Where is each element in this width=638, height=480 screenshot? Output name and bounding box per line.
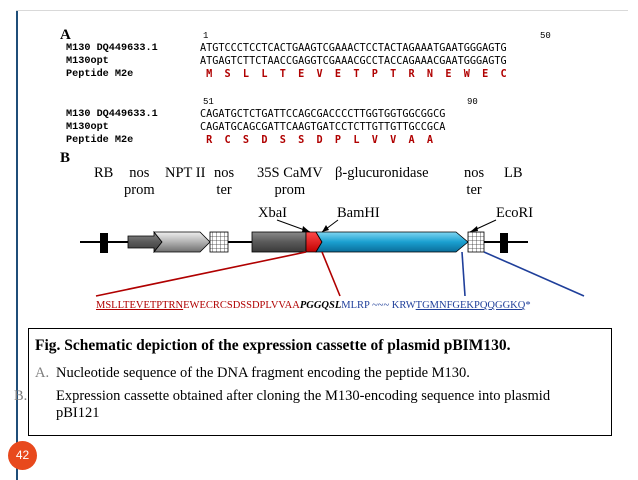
block2-start-number: 51 (203, 97, 214, 107)
caption-title: Fig. Schematic depiction of the expressi… (35, 337, 511, 354)
gus-segment: MLRP ~~~ KRW (341, 300, 416, 311)
label-bamhi: BamHI (337, 205, 380, 221)
gus-arrow (315, 231, 469, 253)
block1-start-number: 1 (203, 31, 209, 41)
m2e-red-segment: EWECRCSDSSDPLVVAA (183, 300, 300, 311)
label-nos-prom: nos prom (124, 165, 155, 198)
red-guide-line-left (95, 251, 307, 297)
slide-top-border (16, 10, 628, 11)
tag-segment: TGMNFGEKPQQGGKQ (415, 300, 526, 311)
seq-optimized-1: ATGAGTCTTCTAACCGAGGTCGAAACGCCTACCAGAAACG… (200, 56, 507, 67)
page-number-badge: 42 (8, 441, 37, 470)
lb-border-marker (500, 233, 508, 253)
rb-border-marker (100, 233, 108, 253)
seq-name-peptide: Peptide M2e (66, 69, 134, 80)
panel-b-label: B (60, 150, 71, 166)
label-ecori: EcoRI (496, 205, 534, 221)
nos-ter-box-2 (467, 231, 485, 253)
caption-marker-b: B. (14, 388, 28, 404)
label-nptii: NPT II (165, 165, 206, 181)
block1-end-number: 50 (540, 31, 551, 41)
caption-item-a: A. Nucleotide sequence of the DNA fragmen… (35, 365, 595, 382)
label-rb: RB (94, 165, 114, 181)
label-lb: LB (504, 165, 523, 181)
m130-insert (305, 231, 323, 253)
blue-guide-line-right (483, 251, 585, 297)
red-guide-line-right (321, 251, 341, 297)
label-gus: β-glucuronidase (335, 165, 429, 181)
seq-name-peptide-2: Peptide M2e (66, 135, 134, 146)
camv-prom-box (251, 231, 307, 253)
seq-optimized-2: CAGATGCAGCGATTCAAGTGATCCTCTTGTTGTTGCCGCA (200, 122, 446, 133)
nos-ter-box (209, 231, 229, 253)
seq-peptide-1: M S L L T E V E T P T R N E W E C (200, 69, 507, 80)
m2e-underlined-segment: MSLLTEVETPTRN (96, 300, 184, 311)
slide-left-border (16, 10, 18, 480)
blue-guide-line-left (461, 251, 466, 297)
nos-prom-arrow (127, 230, 163, 254)
label-camv-prom: 35S CaMV prom (257, 165, 323, 198)
panel-a-label: A (60, 27, 71, 43)
seq-original-1: ATGTCCCTCCTCACTGAAGTCGAAACTCCTACTAGAAATG… (200, 43, 507, 54)
figure-caption-box: Fig. Schematic depiction of the expressi… (14, 328, 612, 436)
seq-peptide-2: R C S D S S D P L V V A A (200, 135, 434, 146)
seq-name-original-2: M130 DQ449633.1 (66, 109, 158, 120)
fusion-peptide-sequence: MSLLTEVETPTRNEWECRCSDSSDPLVVAAPGGQSLMLRP… (96, 300, 531, 311)
stop-marker: * (525, 300, 531, 311)
caption-item-b: B. Expression cassette obtained after clo… (14, 388, 596, 422)
caption-text-a: Nucleotide sequence of the DNA fragment … (56, 365, 470, 381)
block2-end-number: 90 (467, 97, 478, 107)
bamhi-pointer (321, 219, 339, 233)
caption-text-b: Expression cassette obtained after cloni… (56, 388, 551, 421)
ecori-pointer (469, 219, 497, 233)
label-nos-ter-2: nos ter (464, 165, 485, 198)
seq-original-2: CAGATGCTCTGATTCCAGCGACCCCTTGGTGGTGGCGGCG (200, 109, 446, 120)
caption-marker-a: A. (35, 365, 50, 381)
seq-name-optimized-2: M130opt (66, 122, 109, 133)
seq-name-original: M130 DQ449633.1 (66, 43, 158, 54)
nptii-arrow (153, 231, 211, 253)
label-xbai: XbaI (258, 205, 287, 221)
seq-name-optimized: M130opt (66, 56, 109, 67)
label-nos-ter: nos ter (214, 165, 235, 198)
linker-segment: PGGQSL (299, 300, 342, 311)
